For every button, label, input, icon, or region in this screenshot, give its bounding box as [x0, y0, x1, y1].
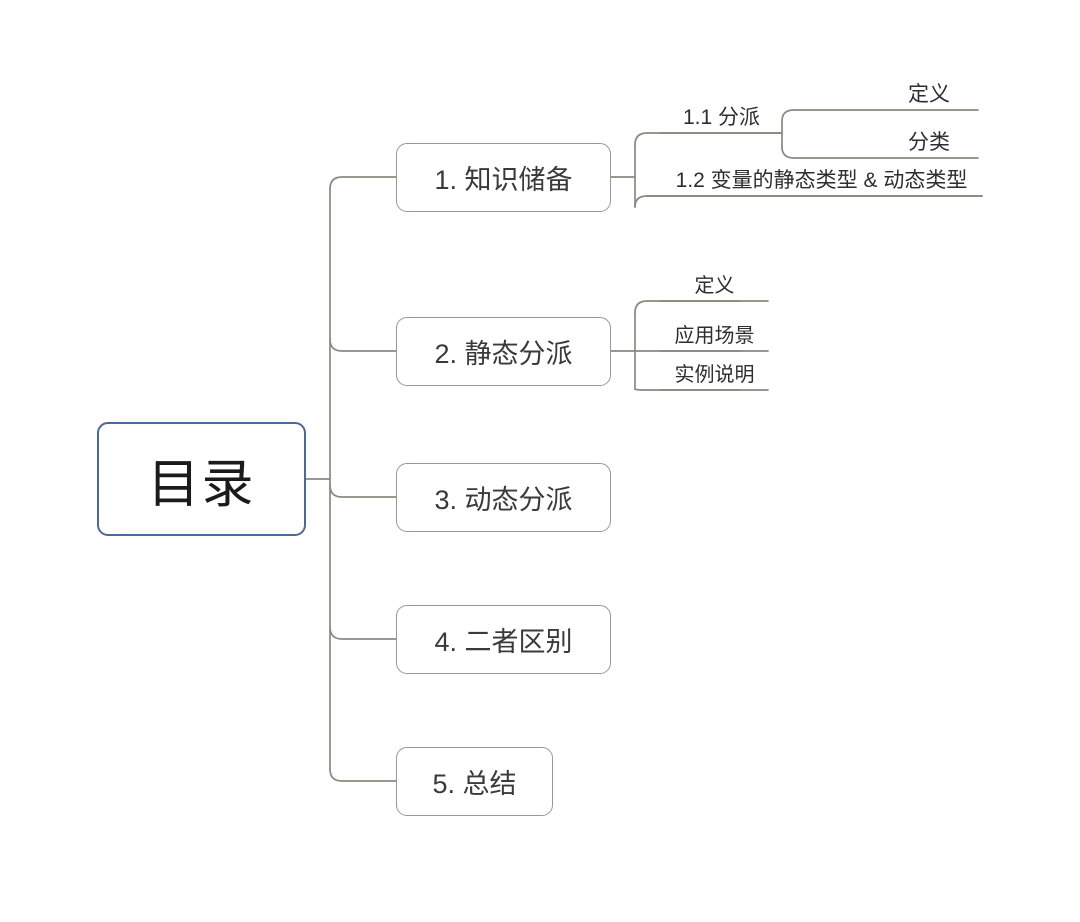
leaf-node-1-1-label: 1.1 分派: [682, 105, 761, 129]
branch-node-1-label: 1. 知识储备: [434, 165, 573, 195]
connector-b1c1-to-l2: [781, 146, 881, 159]
leaf-node-1-2[interactable]: 1.2 变量的静态类型 & 动态类型: [661, 166, 982, 196]
leaf-node-2-2-label: 应用场景: [674, 325, 755, 347]
leaf-node-2-2[interactable]: 应用场景: [661, 322, 768, 351]
connector-b2-to-c1: [634, 300, 741, 314]
branch-node-2-label: 2. 静态分派: [434, 339, 573, 369]
leaf-node-1-1-1[interactable]: 定义: [880, 80, 978, 110]
root-node[interactable]: 目录: [97, 422, 306, 536]
connector-b1c1-to-l1: [781, 109, 881, 122]
leaf-node-2-1-label: 定义: [694, 275, 735, 297]
leaf-node-2-1[interactable]: 定义: [661, 272, 768, 301]
leaf-node-1-1[interactable]: 1.1 分派: [661, 103, 782, 133]
branch-node-1[interactable]: 1. 知识储备: [396, 143, 611, 212]
leaf-node-1-1-1-label: 定义: [908, 82, 950, 106]
branch-node-3[interactable]: 3. 动态分派: [396, 463, 611, 532]
branch-node-4[interactable]: 4. 二者区别: [396, 605, 611, 674]
leaf-node-2-3-label: 实例说明: [674, 364, 755, 386]
root-node-label: 目录: [147, 455, 256, 514]
branch-node-5-label: 5. 总结: [432, 769, 517, 799]
connector-spine-to-b5: [329, 768, 397, 782]
branch-node-4-label: 4. 二者区别: [434, 627, 573, 657]
connector-spine-to-b1: [329, 176, 397, 190]
connector-b1-to-c2: [634, 195, 983, 208]
leaf-node-1-1-2[interactable]: 分类: [880, 128, 978, 158]
branch-node-2[interactable]: 2. 静态分派: [396, 317, 611, 386]
branch-node-3-label: 3. 动态分派: [434, 485, 573, 515]
connector-spine-to-b4: [329, 626, 397, 640]
connector-b1-to-c1: [634, 132, 761, 146]
connector-spine-to-b3: [329, 484, 397, 498]
branch-node-5[interactable]: 5. 总结: [396, 747, 553, 816]
leaf-node-1-1-2-label: 分类: [908, 130, 950, 154]
leaf-node-2-3[interactable]: 实例说明: [661, 361, 768, 390]
connector-spine-to-b2: [329, 338, 397, 352]
leaf-node-1-2-label: 1.2 变量的静态类型 & 动态类型: [675, 168, 968, 192]
